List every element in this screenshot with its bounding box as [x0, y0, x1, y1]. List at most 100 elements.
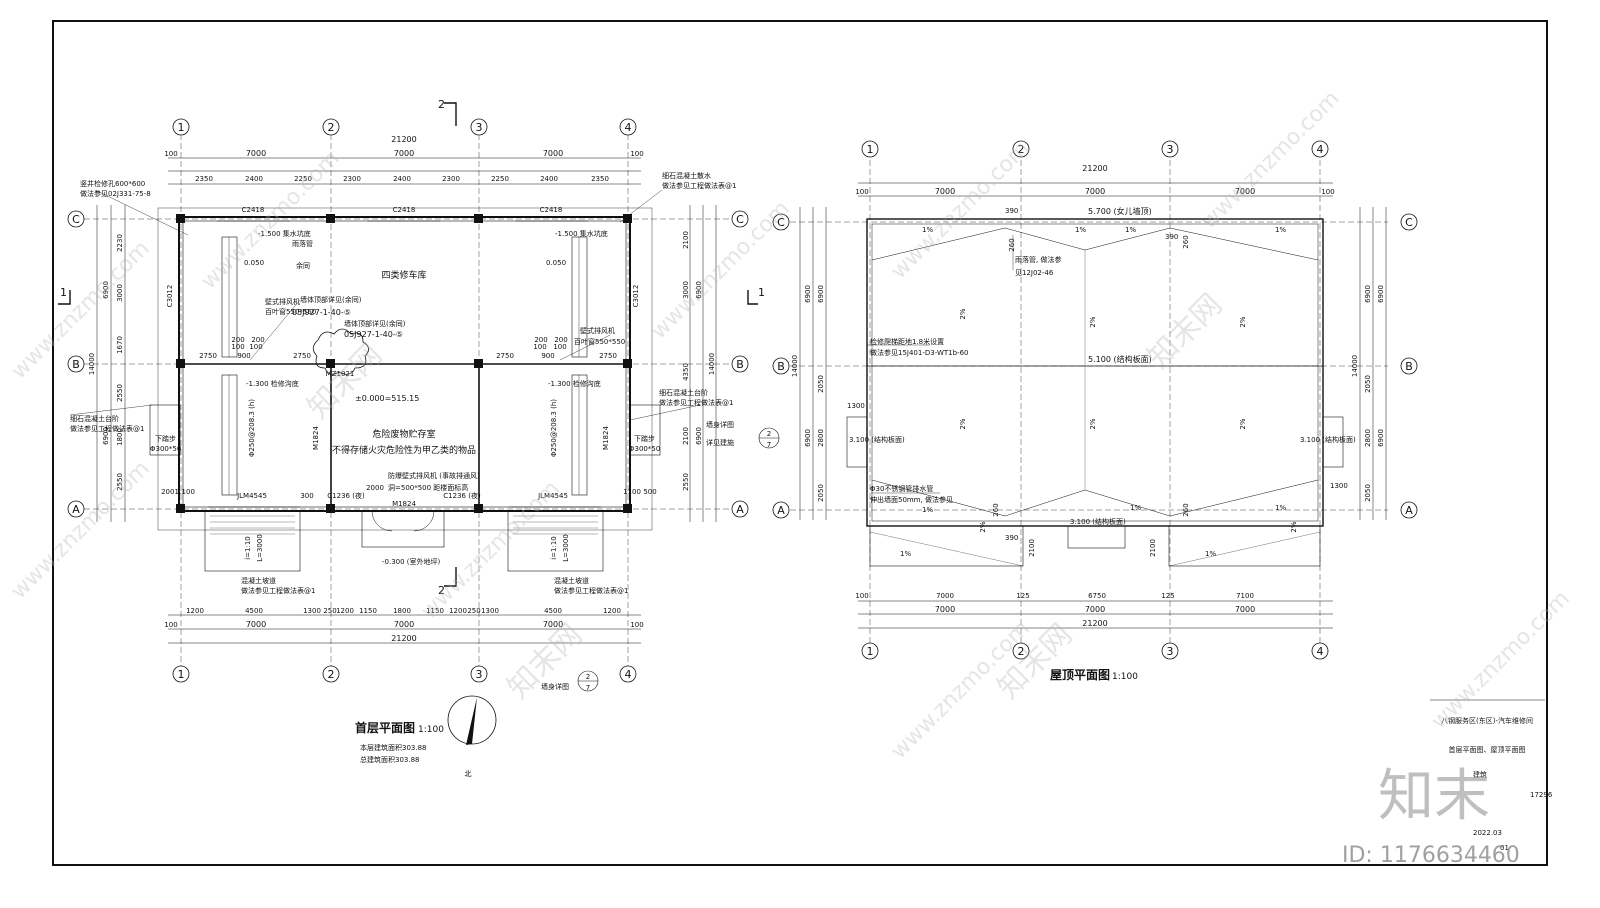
grid-col-top-bubble	[322, 118, 340, 136]
dim-bay-bottom: 7000	[543, 620, 563, 629]
dim-sub-bottom: 1800	[393, 607, 411, 615]
elevation: -1.300 检修沟底	[246, 379, 299, 388]
dim-misc: 390	[1165, 233, 1178, 241]
grid-row-left: C	[72, 213, 80, 226]
section-mark: 2	[438, 98, 445, 111]
dim-sub-bottom: 1300	[303, 607, 321, 615]
watermark-site: www.znzmo.com	[7, 456, 155, 604]
roof-dim-left: 2800	[817, 429, 825, 447]
roof-grid-col-top-bubble	[1311, 140, 1329, 158]
window-tag: C3012	[166, 285, 174, 308]
detail-num: 2	[767, 430, 771, 438]
dim-misc: 390	[1005, 207, 1018, 215]
elevation: -1.500 集水坑底	[555, 229, 608, 238]
note: 做法参见02J331-75-8	[80, 189, 151, 198]
dim-left: 1800	[116, 428, 124, 446]
note: 混凝土坡道	[241, 576, 276, 585]
dim-misc: 500	[643, 488, 656, 496]
detail-den: 7	[586, 684, 590, 692]
slope-label: 1%	[1075, 226, 1086, 234]
roof-grid-col-top: 1	[867, 143, 874, 156]
note: 做法参见工程做法表@1	[554, 586, 628, 595]
dim-right: 2100	[682, 231, 690, 249]
roof-grid-row-left-bubble	[772, 213, 790, 231]
dim-sub-top: 2250	[294, 175, 312, 183]
dim-sub-top: 2250	[491, 175, 509, 183]
slope-label: 1%	[922, 226, 933, 234]
dim-misc: 260	[1182, 503, 1190, 516]
roof-grid-col-top: 2	[1018, 143, 1025, 156]
window-tag: C2418	[242, 206, 265, 214]
roof-dim-total: 21200	[1082, 619, 1107, 628]
grid-col-top: 2	[328, 121, 335, 134]
dim-sub-top: 2350	[591, 175, 609, 183]
dim-left-big: 6900	[102, 427, 110, 445]
door-tag: MZ1021	[326, 370, 355, 378]
dim-misc: 2750	[199, 352, 217, 360]
roof-elevation: 5.100 (结构板面)	[1088, 354, 1152, 364]
dim-misc: 900	[237, 352, 250, 360]
dim-misc: 300	[300, 492, 313, 500]
note: Φ300*50	[629, 445, 660, 453]
dim-misc: 100	[553, 343, 566, 351]
dim-bay-bottom: 7000	[394, 620, 414, 629]
roof-dim-left: 2050	[817, 375, 825, 393]
dim-bay-top: 7000	[543, 149, 563, 158]
window-tag: C2418	[540, 206, 563, 214]
plan-title: 首层平面图	[355, 720, 415, 735]
roof-dim-bay: 7000	[1085, 605, 1105, 614]
dim-misc: 260	[1182, 235, 1190, 248]
note: Φ250@208.3 (h)	[550, 399, 558, 457]
slope-label: 2%	[959, 308, 967, 319]
dim-right: 4350	[682, 363, 690, 381]
roof-grid-row-left-bubble	[772, 357, 790, 375]
dim-left: 3000	[116, 284, 124, 302]
roof-dim-bay: 7000	[935, 187, 955, 196]
dim-sub-bottom: 1150	[426, 607, 444, 615]
roof-grid-row-right: C	[1405, 216, 1413, 229]
dim-right: 3000	[682, 281, 690, 299]
slope-label: 2%	[979, 521, 987, 532]
roof-plan	[790, 160, 1388, 652]
slope-label: 2%	[1290, 521, 1298, 532]
roof-elevation: 3.100 (结构板面)	[849, 435, 905, 444]
roof-grid-col-top-bubble	[1161, 140, 1179, 158]
dim-sub-bottom: 250	[323, 607, 336, 615]
dim-sub-bottom: 4500	[544, 607, 562, 615]
roof-grid-col-bottom: 1	[867, 645, 874, 658]
dim-sub-top: 2300	[343, 175, 361, 183]
grid-row-right-bubble	[731, 210, 749, 228]
dim-sub-top: 2400	[540, 175, 558, 183]
dim-edge: 100	[630, 621, 643, 629]
grid-row-right: B	[736, 358, 744, 371]
roof-plan-scale: 1:100	[1112, 672, 1138, 682]
note: 墙身详图	[706, 420, 734, 429]
roof-dim-left: 2050	[817, 484, 825, 502]
dim-misc: 100	[231, 343, 244, 351]
dim-misc: 2001	[161, 488, 179, 496]
roof-grid-col-bottom-bubble	[1161, 642, 1179, 660]
dim-sub-top: 2400	[393, 175, 411, 183]
dim-edge: 100	[1321, 188, 1334, 196]
roof-grid-col-top-bubble	[861, 140, 879, 158]
area-line: 本层建筑面积303.88	[360, 743, 427, 752]
project-name: 八钢服务区(东区)-汽车维修间	[1441, 716, 1533, 725]
grid-col-top-bubble	[619, 118, 637, 136]
dim-misc: 200	[534, 336, 547, 344]
note: 05J927-1-40-⑤	[344, 330, 403, 339]
grid-row-left-bubble	[67, 355, 85, 373]
watermark-id: ID: 1176634460	[1342, 843, 1520, 868]
dim-misc: 100	[249, 343, 262, 351]
dim-sub-bottom: 1200	[449, 607, 467, 615]
plan-scale: 1:100	[418, 725, 444, 735]
note: 雨落管, 做法参	[1015, 255, 1061, 264]
dim-sub-bottom: 250	[467, 607, 480, 615]
note: 雨落管	[292, 239, 313, 248]
slope-label: 2%	[959, 418, 967, 429]
slope-label: 2%	[1239, 418, 1247, 429]
dim-misc: 100	[533, 343, 546, 351]
window-tag: C1236 (夜)	[443, 491, 481, 500]
roof-grid-row-left-bubble	[772, 501, 790, 519]
